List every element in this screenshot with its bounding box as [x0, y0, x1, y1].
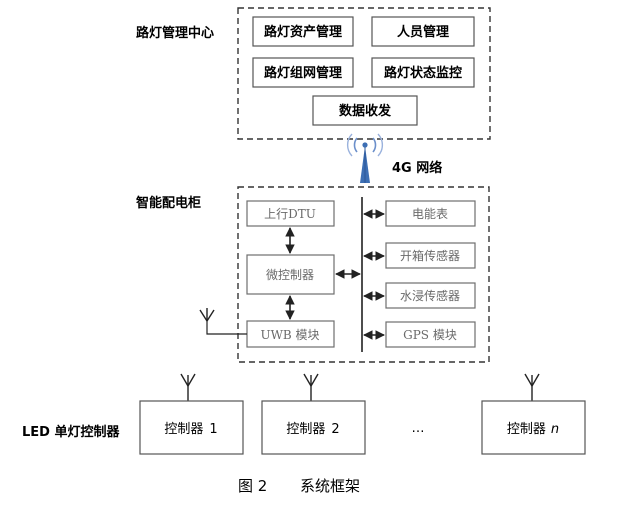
cabinet-label: 智能配电柜 — [136, 195, 201, 211]
controller-1-antenna-icon — [180, 373, 196, 401]
meter-label: 电能表 — [412, 207, 448, 221]
data-transceiver-label: 数据收发 — [339, 103, 392, 119]
gps-box: GPS 模块 — [385, 321, 476, 348]
figure-caption-number: 图 2 — [238, 477, 267, 495]
meter-box: 电能表 — [385, 200, 476, 227]
figure-caption-title: 系统框架 — [300, 477, 360, 495]
water-sensor-label: 水浸传感器 — [400, 288, 460, 303]
uwb-label: UWB 模块 — [260, 328, 319, 342]
asset-management-box: 路灯资产管理 — [252, 16, 354, 47]
management-center-frame — [237, 7, 491, 140]
uwb-antenna-icon — [199, 308, 247, 335]
mcu-box: 微控制器 — [246, 254, 335, 295]
personnel-management-box: 人员管理 — [371, 16, 475, 47]
controllers-label: LED 单灯控制器 — [22, 424, 120, 440]
personnel-management-label: 人员管理 — [397, 24, 449, 40]
controller-n-antenna-icon — [524, 373, 540, 401]
uwb-box: UWB 模块 — [246, 320, 335, 348]
door-sensor-box: 开箱传感器 — [385, 242, 476, 269]
status-monitor-box: 路灯状态监控 — [371, 57, 475, 88]
controllers-ellipsis: … — [412, 421, 425, 436]
network-4g-label: 4G 网络 — [392, 160, 442, 176]
network-management-box: 路灯组网管理 — [252, 57, 354, 88]
antenna-tower-icon — [346, 133, 384, 183]
management-center-label: 路灯管理中心 — [136, 25, 214, 41]
management-center-group: 路灯管理中心 路灯资产管理 人员管理 路灯组网管理 路灯状态监控 数据收发 — [136, 7, 491, 140]
network-management-label: 路灯组网管理 — [264, 65, 342, 81]
water-sensor-box: 水浸传感器 — [385, 282, 476, 309]
cabinet-group: 智能配电柜 上行DTU 微控制器 UWB 模块 电能表 开箱传感器 — [136, 186, 490, 363]
controller-2-antenna-icon — [303, 373, 319, 401]
cabinet-frame — [237, 186, 490, 363]
gps-label: GPS 模块 — [403, 328, 457, 342]
dtu-box: 上行DTU — [246, 200, 335, 227]
door-sensor-label: 开箱传感器 — [400, 248, 460, 263]
data-transceiver-box: 数据收发 — [312, 95, 418, 126]
status-monitor-label: 路灯状态监控 — [384, 65, 462, 81]
dtu-label: 上行DTU — [264, 207, 316, 221]
mcu-label: 微控制器 — [266, 268, 314, 282]
asset-management-label: 路灯资产管理 — [264, 24, 342, 40]
